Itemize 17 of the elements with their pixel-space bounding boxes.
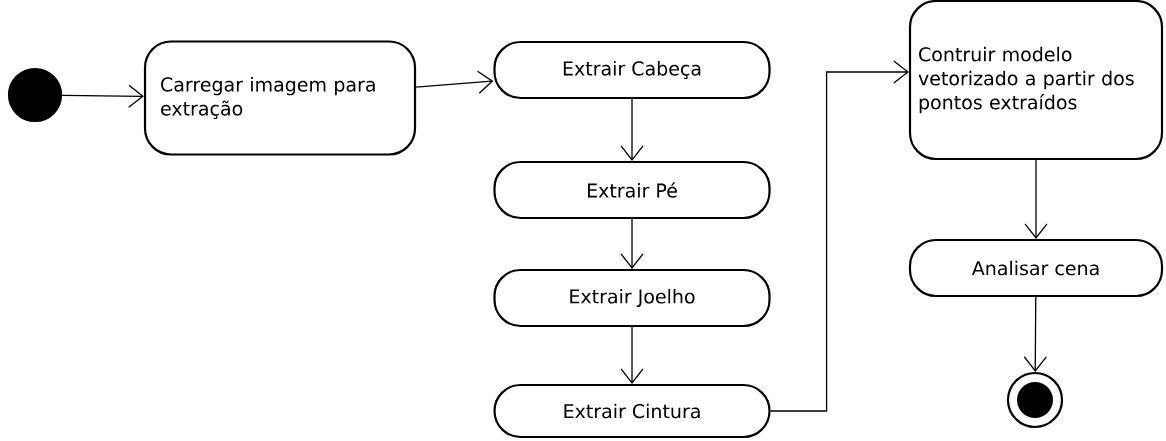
arrow — [1024, 159, 1048, 239]
arrow — [415, 70, 494, 94]
arrow — [61, 84, 144, 108]
arrow — [769, 60, 909, 412]
end-node — [1006, 371, 1064, 429]
action-box: Analisar cena — [908, 238, 1164, 298]
arrow — [1023, 296, 1047, 372]
action-box: Extrair Joelho — [493, 268, 771, 328]
action-box: Extrair Cintura — [493, 383, 771, 439]
action-box: Extrair Pé — [493, 160, 771, 220]
start-node — [7, 67, 63, 123]
action-box: Carregar imagem para extração — [143, 40, 417, 156]
action-box: Extrair Cabeça — [493, 40, 771, 100]
arrow — [620, 218, 644, 269]
arrow — [620, 98, 644, 161]
arrow — [620, 326, 644, 384]
action-box: Contruir modelo vetorizado a partir dos pontos extraídos — [908, 0, 1164, 161]
